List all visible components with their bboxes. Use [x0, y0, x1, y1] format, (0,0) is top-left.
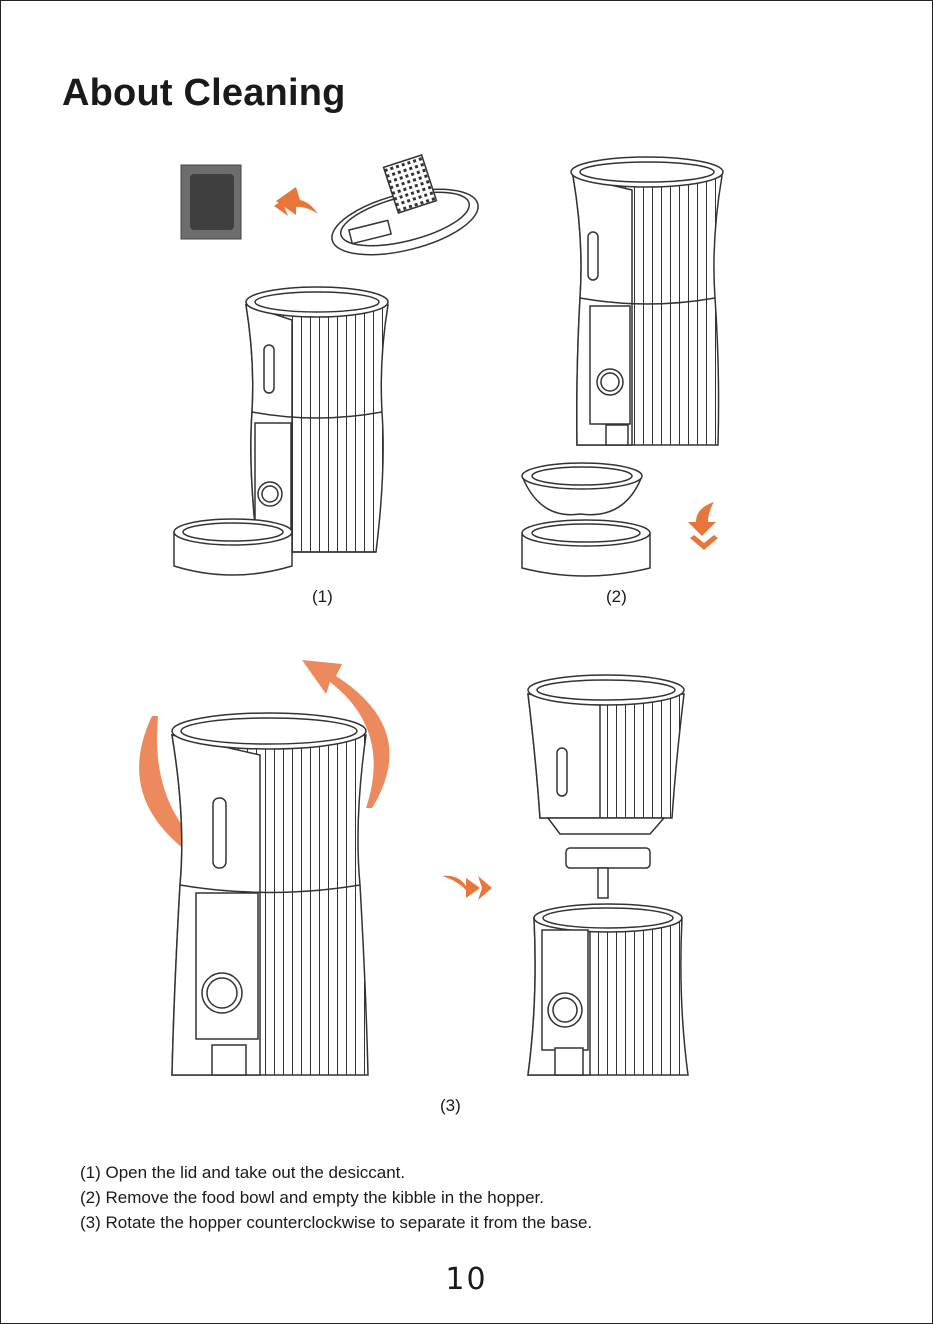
bowl-base-illustration — [522, 520, 650, 576]
hopper-illustration — [528, 675, 684, 898]
figure-3-caption: (3) — [440, 1096, 461, 1116]
bowl-insert-illustration — [522, 463, 642, 515]
feeder-illustration-2 — [571, 157, 723, 445]
instructions-list: (1) Open the lid and take out the desicc… — [80, 1160, 592, 1235]
figure-3 — [139, 660, 688, 1075]
arrow-right-icon — [442, 876, 492, 900]
feeder-illustration-3 — [172, 713, 368, 1075]
figure-2-caption: (2) — [606, 587, 627, 607]
arrow-left-icon — [274, 187, 318, 216]
base-illustration — [528, 904, 688, 1075]
desiccant-icon — [181, 165, 241, 239]
instruction-step-2: (2) Remove the food bowl and empty the k… — [80, 1185, 592, 1210]
figure-2 — [522, 157, 723, 576]
lid-illustration — [325, 155, 484, 267]
feeder-illustration-1 — [246, 287, 388, 552]
instruction-step-1: (1) Open the lid and take out the desicc… — [80, 1160, 592, 1185]
arrow-down-icon — [688, 502, 718, 550]
figure-1-caption: (1) — [312, 587, 333, 607]
figure-1 — [174, 155, 485, 575]
instruction-step-3: (3) Rotate the hopper counterclockwise t… — [80, 1210, 592, 1235]
bowl-illustration-1 — [174, 519, 292, 575]
page-number: 10 — [0, 1262, 933, 1297]
